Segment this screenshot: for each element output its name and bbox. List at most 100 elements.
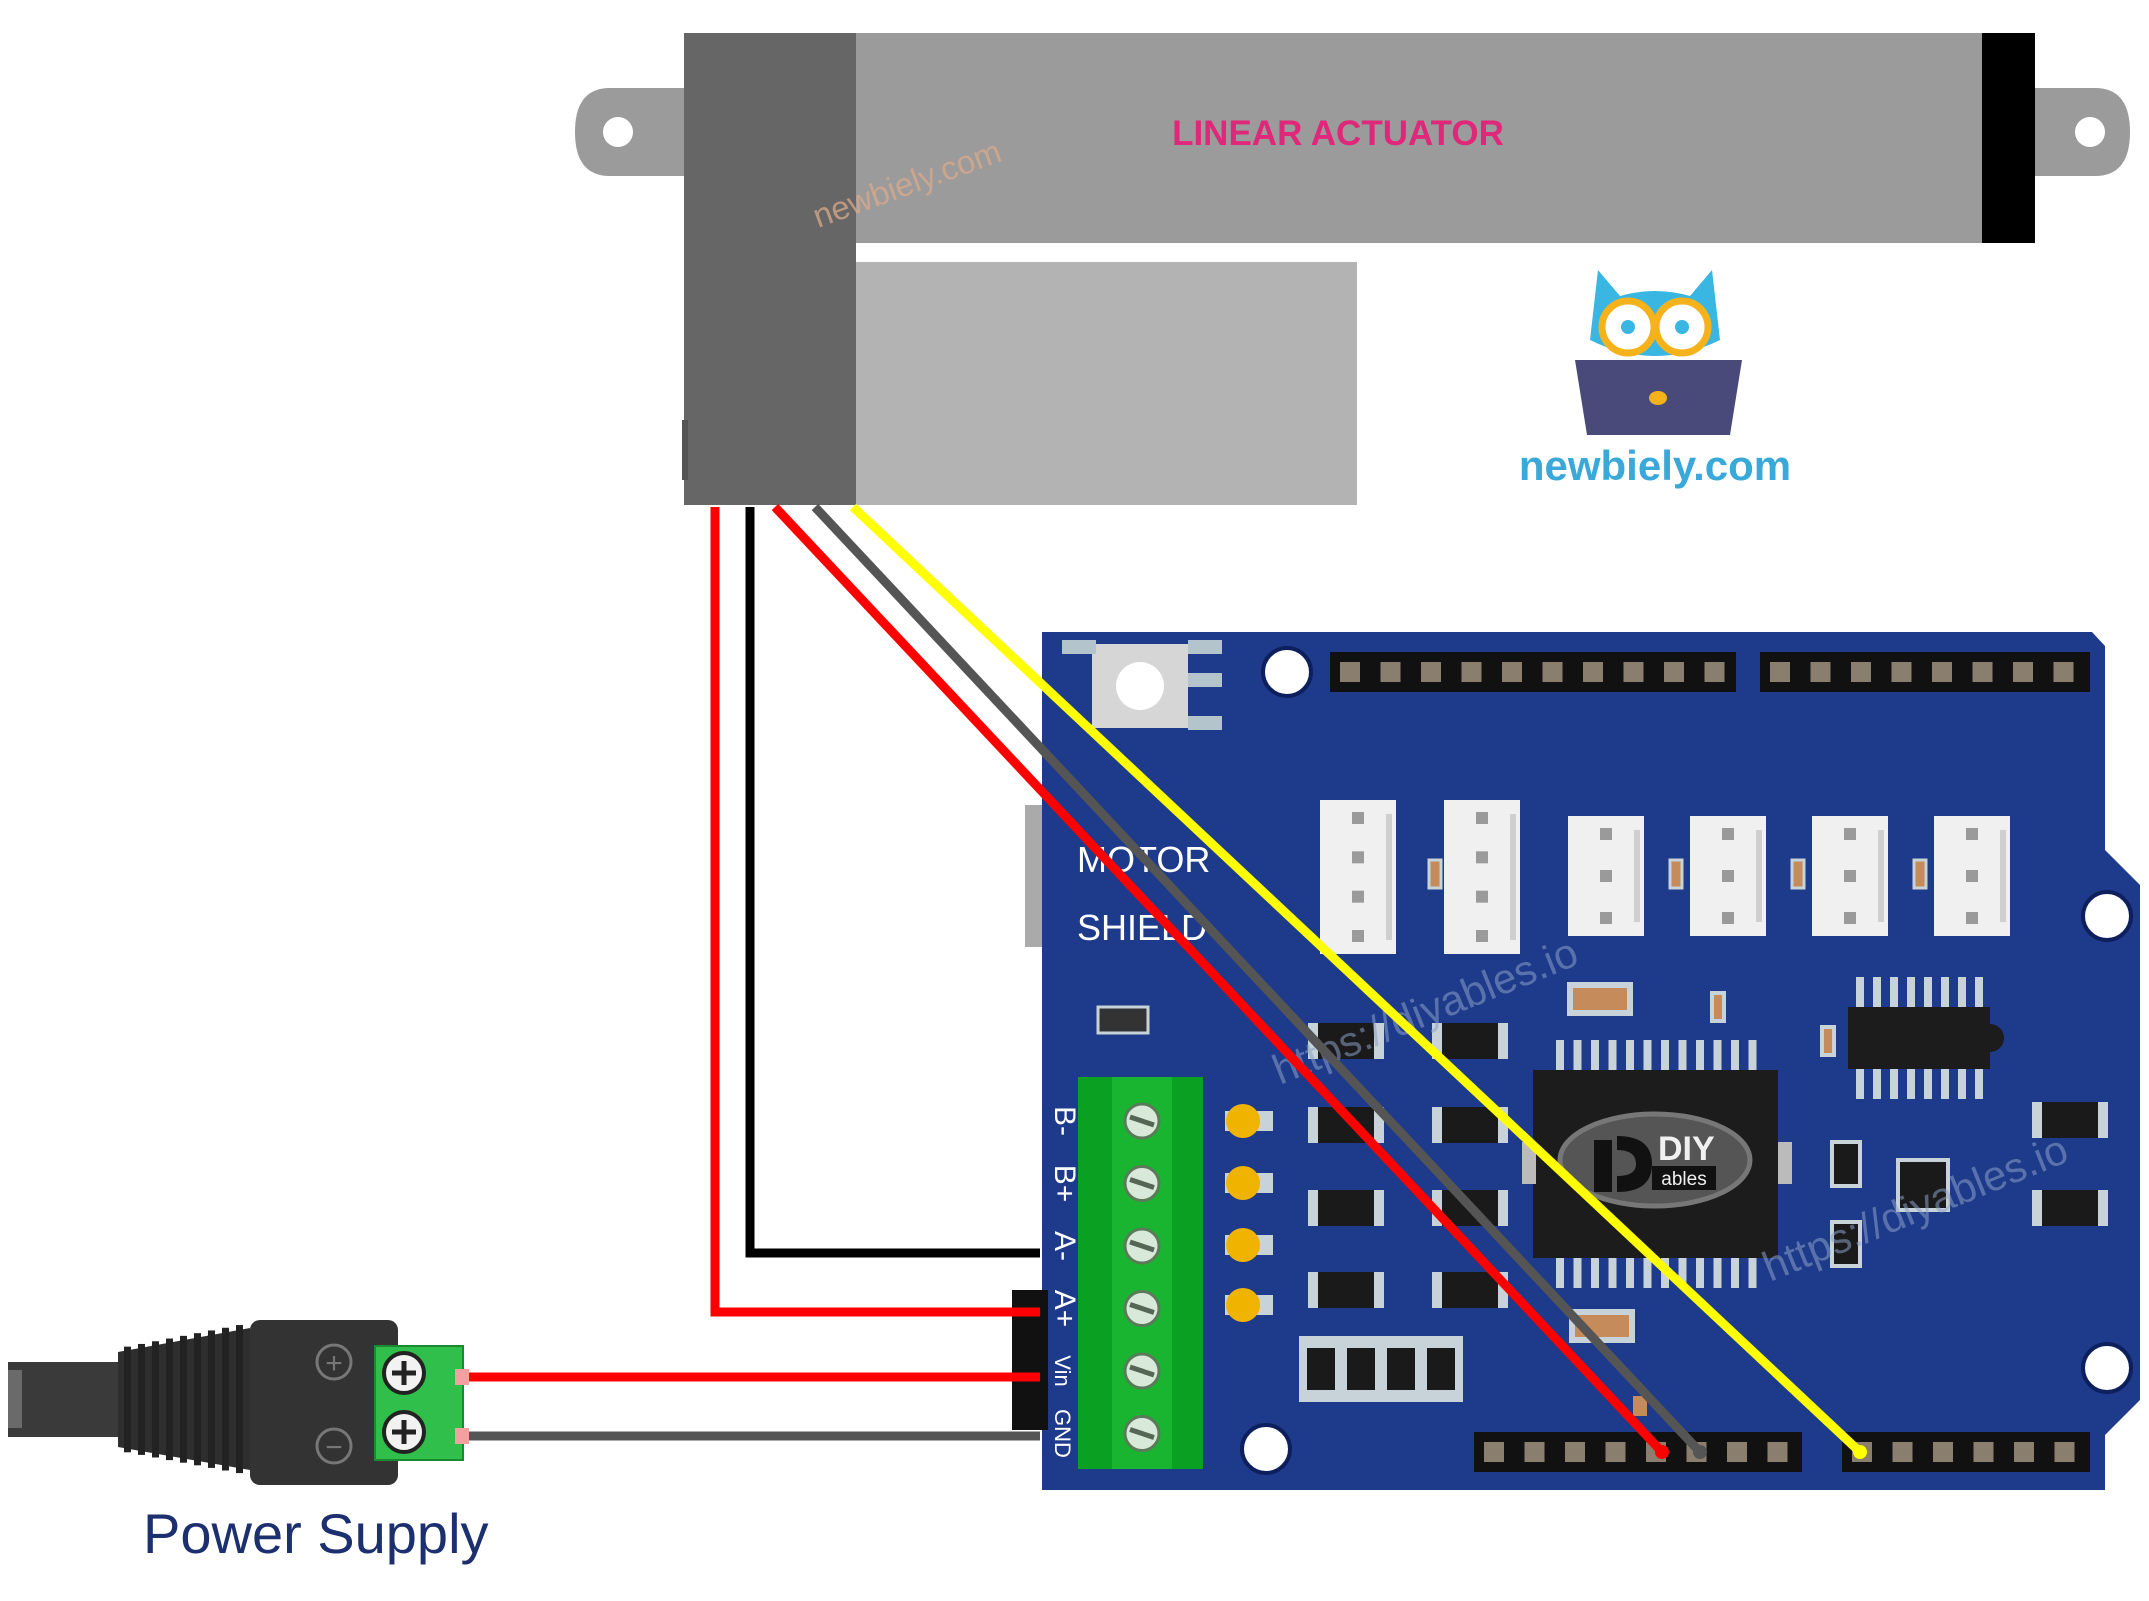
ic-pin [1748,1040,1757,1070]
actuator-head-notch [682,420,688,480]
smd-body [1318,1272,1374,1308]
servo-pin [1476,851,1488,864]
jack-plus-mark [315,1343,353,1381]
dip-pin [1907,977,1915,1007]
ic-pin [1713,1040,1722,1070]
ic-tab [1778,1142,1792,1184]
header-pin [1340,662,1360,682]
header-pin [1502,662,1522,682]
dip-pin [1890,977,1898,1007]
dip-notch [1976,1024,2004,1052]
reset-button-cap [1116,662,1164,710]
actuator-rod [855,262,1357,505]
dip-pin [1924,1069,1932,1099]
servo-pin [1476,890,1488,903]
servo-connector-rail [1386,814,1392,940]
smd-ic-small [1830,1140,1862,1188]
jack-plus-symbol: + [325,1347,343,1380]
servo-pin [1600,870,1612,882]
servo-pin [1844,828,1856,840]
ic-tab [1522,1142,1536,1184]
jack-pin-minus [455,1428,469,1444]
servo-pin [1722,870,1734,882]
smd-body [1347,1348,1375,1390]
header-top-right [1760,652,2090,692]
servo-connector [1320,800,1396,954]
terminal-screw-slot [1129,1302,1155,1315]
header-pin [2053,662,2074,682]
diyables-logo-bottom-bg [1652,1166,1716,1190]
servo-pin [1844,912,1856,924]
actuator-body [685,33,2035,243]
servo-connector-rail [1878,830,1884,922]
wire-actuator-red-to-A+ [710,507,1040,1317]
shield-hole-right-1 [2081,890,2133,942]
ic-pin [1626,1040,1634,1070]
header-pin [1565,1442,1585,1462]
ic-pin [1556,1040,1564,1070]
dip-pin [1856,977,1864,1007]
ic-pin [1608,1040,1617,1070]
dip-pin [1941,1069,1949,1099]
resistor [1668,858,1684,890]
terminal-screws [1123,1102,1161,1452]
header-pin [1851,662,1871,682]
servo-pin [1844,870,1856,882]
header-pin [1704,662,1725,682]
capacitor [1226,1104,1260,1138]
jack-barrel-tip [8,1370,22,1428]
wires [469,503,1864,1456]
resistor [1790,858,1806,890]
header-pin [1767,1442,1788,1462]
servo-pin [1722,828,1734,840]
servo-connector [1444,800,1520,954]
servo-pin [1476,930,1488,942]
dip-pin [1924,977,1932,1007]
smd-resistor [1820,1025,1836,1057]
jack-grip-rib [152,1341,159,1458]
servo-pin [1476,812,1488,824]
servo-connector-rail [1510,814,1516,940]
header-pin [1892,1442,1913,1462]
actuator-right-mount-hole [2075,117,2105,147]
header-pin [1524,1442,1545,1462]
wire-end-gray-pin [1693,1445,1707,1459]
terminal-screw-slot [1129,1239,1155,1253]
ic-pin [1678,1040,1687,1070]
smd-body [1387,1348,1415,1390]
header-pin [1623,662,1644,682]
ic-pin [1696,1258,1704,1288]
header-pin [1583,662,1603,682]
header-top-right-pins [1770,662,2074,682]
header-pin [1770,662,1790,682]
diyables-logo-mark [1594,1136,1652,1192]
header-pin [1380,662,1401,682]
shield-side-connector [1025,805,1042,947]
servo-pin [1600,912,1612,924]
actuator-left-mount-hole [603,117,633,147]
header-pin [1605,1442,1626,1462]
wire-end-red-pin [1655,1445,1669,1459]
smd-resistor [1569,1309,1635,1343]
dip-pin [1958,977,1966,1007]
header-pin [1973,1442,1994,1462]
header-pin [1484,1442,1504,1462]
smd-resistor [1710,991,1726,1023]
smd-body [1442,1272,1498,1308]
actuator-motor-head [684,33,856,505]
servo-pin [1600,828,1612,840]
reset-button-pin [1188,640,1222,654]
ic-pin [1591,1040,1599,1070]
jack-grip-rib [194,1333,201,1466]
smd-resistor [1567,982,1633,1016]
reset-button-pin [1188,716,1222,730]
jack-grip-rib [166,1338,173,1461]
header-top-left-pins [1340,662,1725,682]
resistor [1427,858,1443,890]
header-pin [1891,662,1912,682]
header-pin [1810,662,1831,682]
jack-housing [250,1320,398,1485]
newbiely-logo: newbiely.com [1519,270,1791,489]
servo-pin [1966,912,1978,924]
header-bottom-right [1842,1432,2090,1472]
